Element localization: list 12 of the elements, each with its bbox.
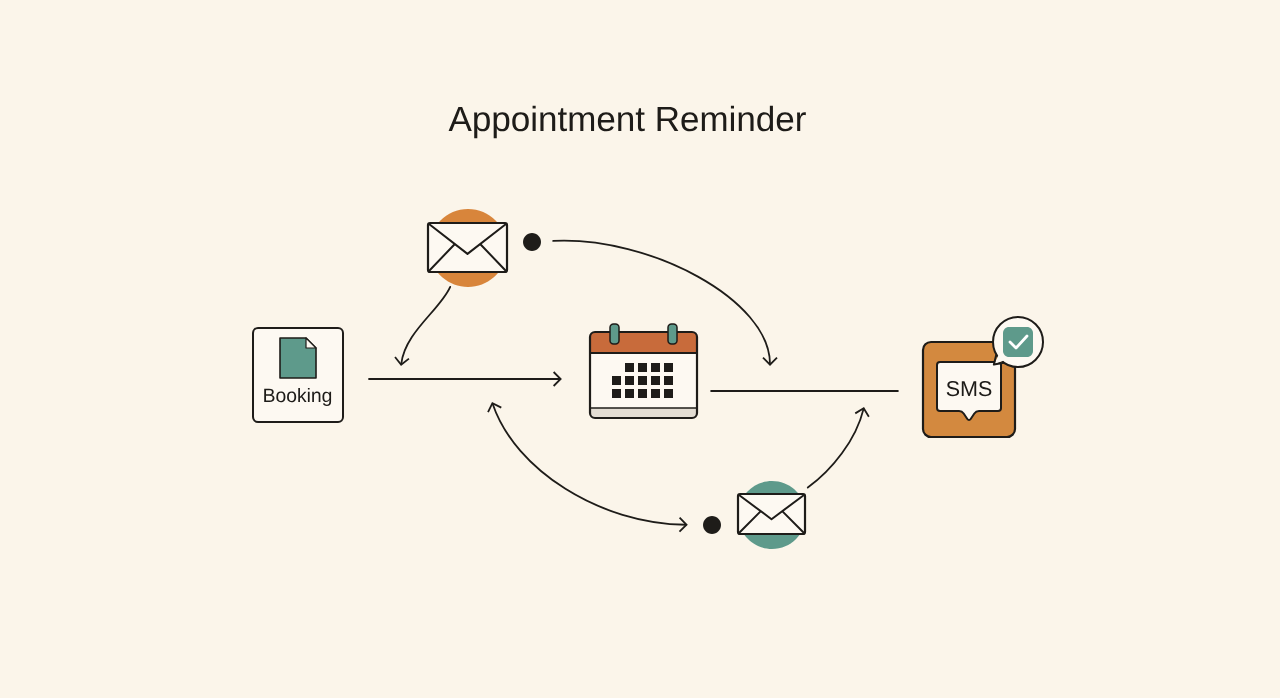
double-arrow bbox=[487, 402, 688, 533]
envelope-icon bbox=[736, 481, 807, 549]
dot bbox=[523, 233, 541, 251]
arrow bbox=[552, 240, 778, 366]
envelope-icon bbox=[426, 209, 509, 287]
arrow bbox=[394, 285, 452, 366]
arrow bbox=[368, 371, 562, 387]
dot bbox=[703, 516, 721, 534]
connector-line bbox=[710, 390, 899, 392]
arrow bbox=[806, 407, 870, 489]
title: Appointment Reminder bbox=[448, 105, 806, 139]
calendar-icon bbox=[588, 323, 699, 420]
